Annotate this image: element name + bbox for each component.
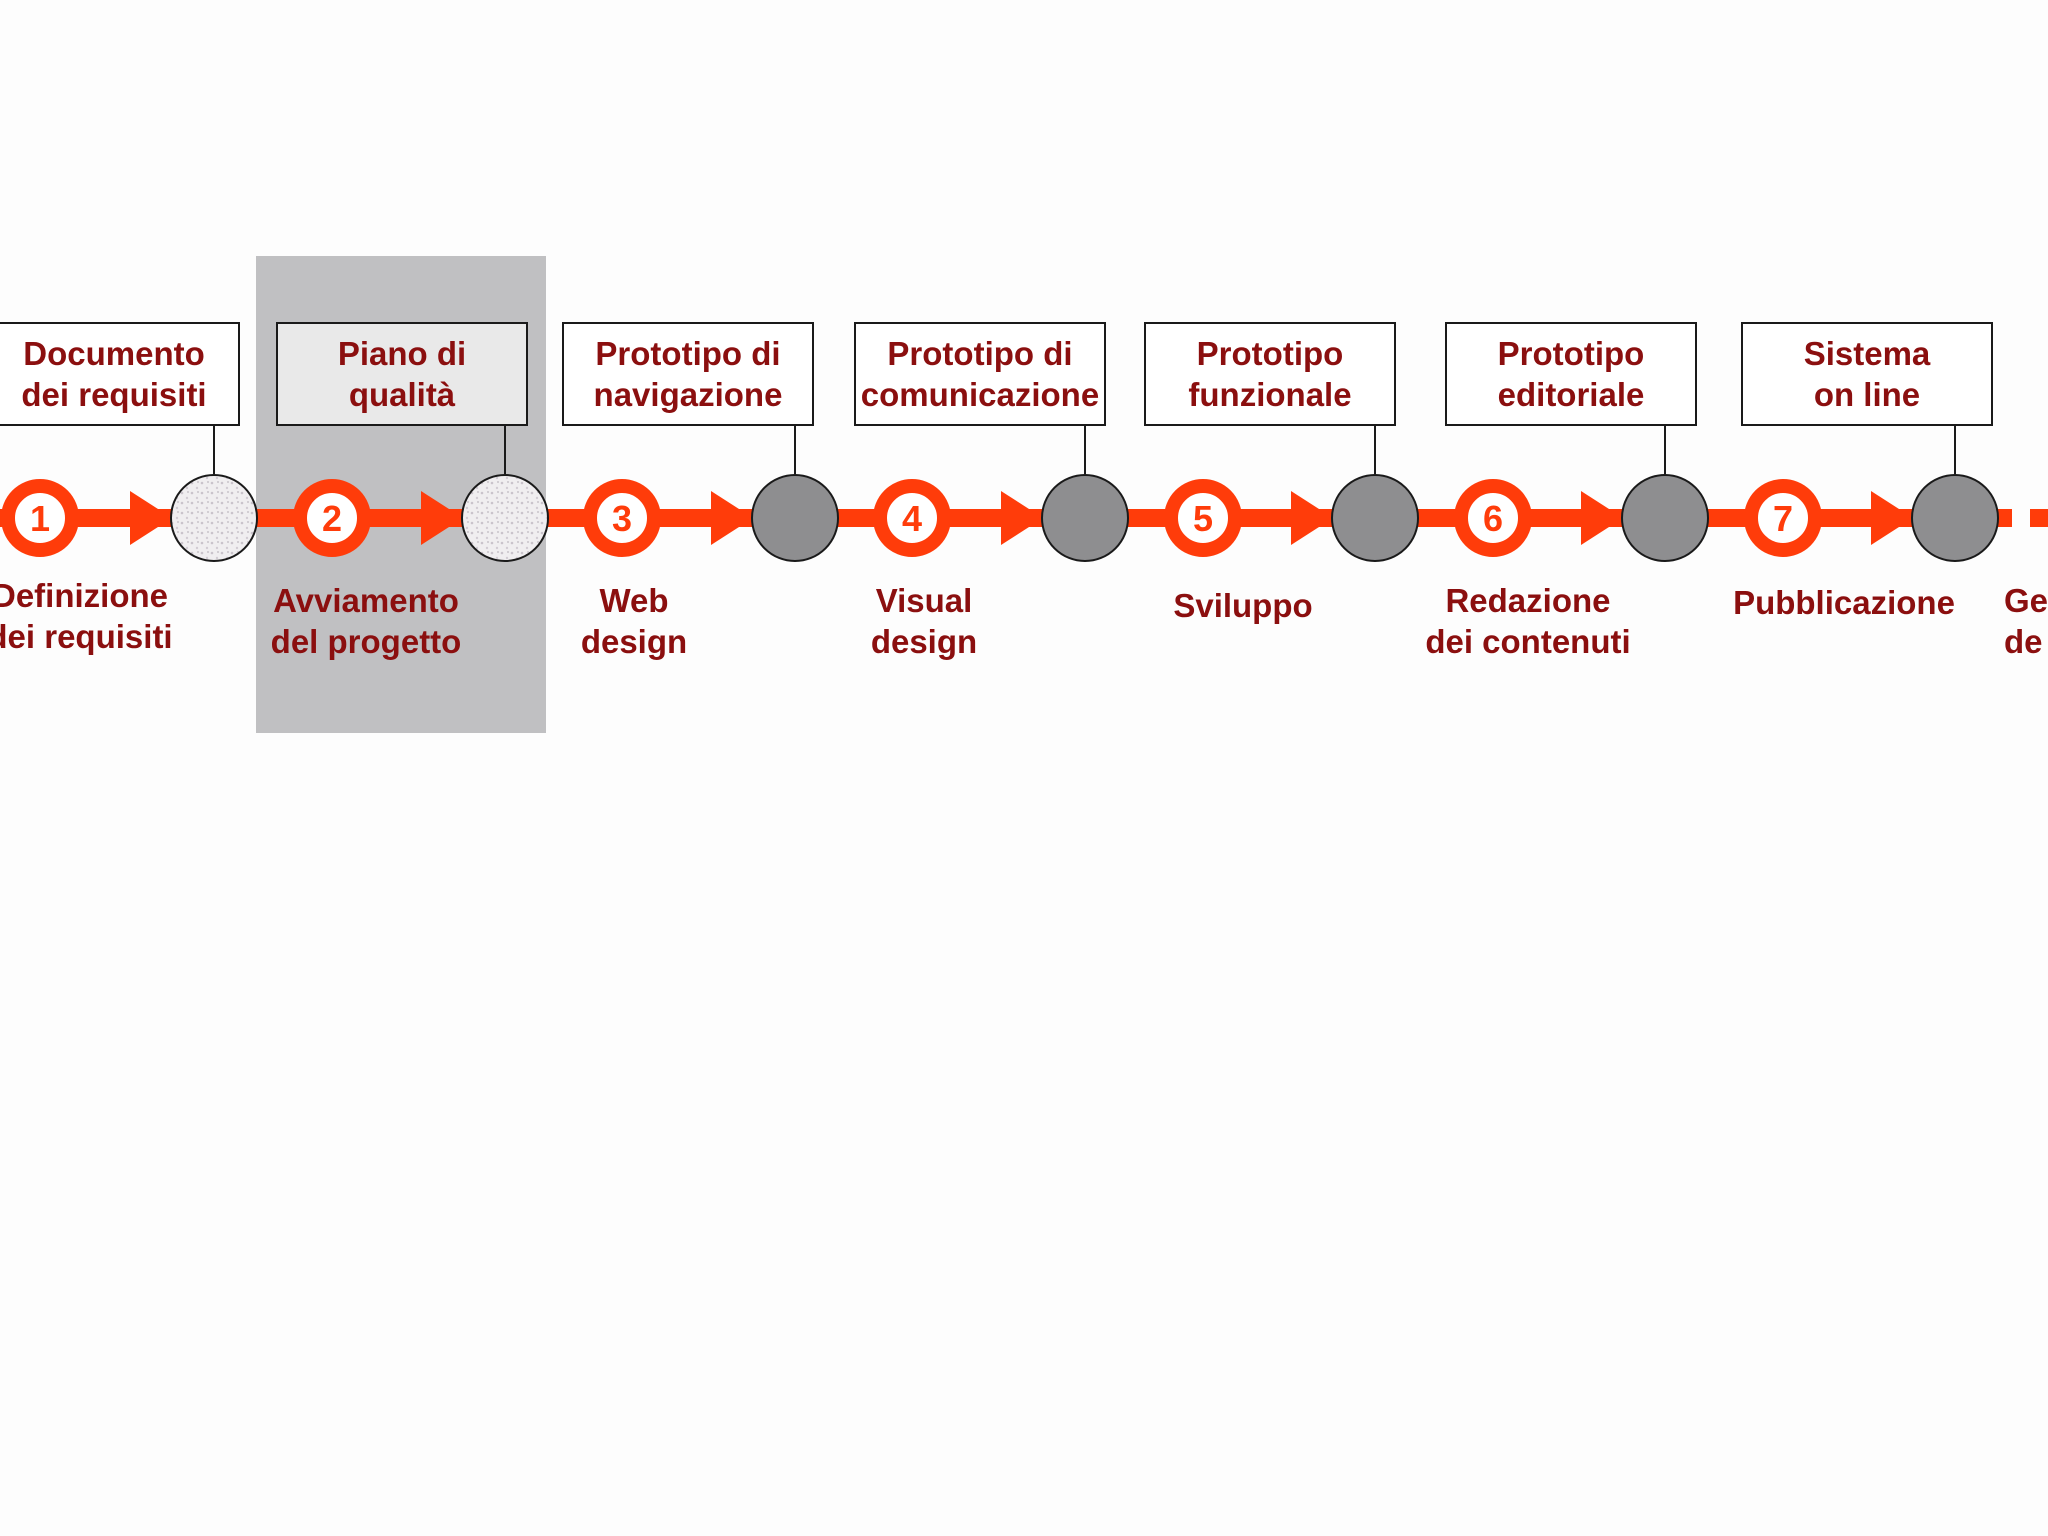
phase-8-line2: de [2004,623,2043,660]
deliverable-5-line1: Prototipo [1196,335,1344,372]
phase-number-1: 1 [30,498,50,539]
deliverable-3-line1: Prototipo di [595,335,781,372]
milestone-7 [1911,474,1999,562]
phase-1-line2: dei requisiti [0,618,173,655]
deliverable-box-2: Piano di qualità [276,322,528,426]
phase-marker-4 [873,479,951,557]
phase-label-1: Definizione dei requisiti [0,575,210,657]
deliverable-4-line2: comunicazione [860,376,1100,413]
phase-8-line1: Ge [2004,582,2048,619]
deliverable-box-1: Documento dei requisiti [0,322,240,426]
phase-6-line1: Redazione [1445,582,1611,619]
deliverable-4-line1: Prototipo di [887,335,1073,372]
deliverable-1-line2: dei requisiti [21,376,207,413]
phase-marker-1 [1,479,79,557]
phase-6-line2: dei contenuti [1425,623,1631,660]
flow-dash-2 [2030,509,2048,527]
phase-3-line2: design [580,623,688,660]
deliverable-5-line2: funzionale [1188,376,1352,413]
phase-4-line1: Visual [875,582,973,619]
phase-number-5: 5 [1193,498,1213,539]
deliverable-6-line2: editoriale [1497,376,1645,413]
phase-number-7: 7 [1773,498,1793,539]
phase-label-6: Redazione dei contenuti [1398,580,1658,662]
phase-marker-3 [583,479,661,557]
phase-label-7: Pubblicazione [1714,582,1974,623]
deliverable-box-4: Prototipo di comunicazione [854,322,1106,426]
phase-marker-7 [1744,479,1822,557]
phase-5-line1: Sviluppo [1173,587,1313,624]
phase-4-line2: design [870,623,978,660]
arrow-head-4 [1001,491,1043,545]
milestone-1 [170,474,258,562]
phase-label-4: Visual design [794,580,1054,662]
deliverable-6-line1: Prototipo [1497,335,1645,372]
deliverable-1-line1: Documento [23,335,205,372]
phase-2-line1: Avviamento [273,582,459,619]
milestone-5 [1331,474,1419,562]
deliverable-3-line2: navigazione [593,376,783,413]
deliverable-7-line1: Sistema [1803,335,1931,372]
phase-label-5: Sviluppo [1113,585,1373,626]
phase-7-line1: Pubblicazione [1733,584,1955,621]
phase-marker-6 [1454,479,1532,557]
flow-dash-1 [1998,509,2012,527]
arrow-head-2 [421,491,463,545]
phase-number-3: 3 [612,498,632,539]
phase-1-line1: Definizione [0,577,168,614]
arrow-head-6 [1581,491,1623,545]
deliverable-box-3: Prototipo di navigazione [562,322,814,426]
phase-2-line2: del progetto [270,623,462,660]
milestone-2 [461,474,549,562]
phase-label-3: Web design [504,580,764,662]
deliverable-2-line1: Piano di [337,335,467,372]
deliverable-box-6: Prototipo editoriale [1445,322,1697,426]
phase-number-2: 2 [322,498,342,539]
deliverable-7-line2: on line [1813,376,1921,413]
phase-marker-5 [1164,479,1242,557]
phase-label-2: Avviamento del progetto [236,580,496,662]
milestone-4 [1041,474,1129,562]
milestone-6 [1621,474,1709,562]
phase-label-8: Ge de [2004,580,2048,662]
arrow-head-7 [1871,491,1913,545]
phase-3-line1: Web [599,582,669,619]
phase-number-4: 4 [902,498,922,539]
deliverable-2-line2: qualità [348,376,456,413]
arrow-head-5 [1291,491,1333,545]
milestone-3 [751,474,839,562]
phase-number-6: 6 [1483,498,1503,539]
arrow-head-3 [711,491,753,545]
arrow-head-1 [130,491,172,545]
deliverable-box-7: Sistema on line [1741,322,1993,426]
deliverable-box-5: Prototipo funzionale [1144,322,1396,426]
phase-marker-2 [293,479,371,557]
